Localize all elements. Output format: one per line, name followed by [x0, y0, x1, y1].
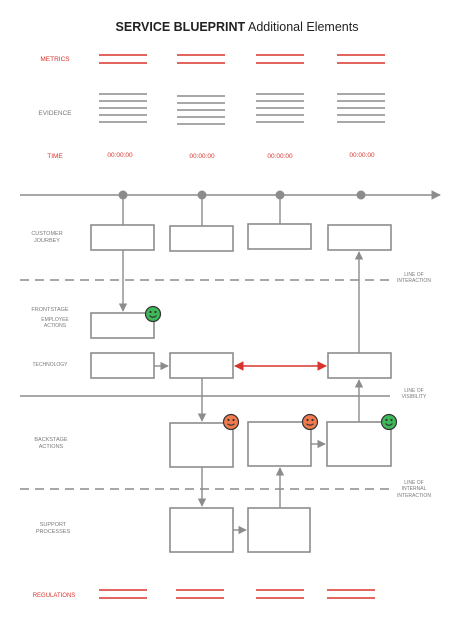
technology-box	[169, 352, 234, 379]
backstage-action-box	[326, 421, 392, 467]
employee-action-box	[90, 312, 155, 339]
support-process-box	[247, 507, 311, 553]
line-label-visibility: LINE OF VISIBILITY	[401, 388, 427, 401]
regulations-lines	[99, 589, 375, 599]
row-label-employee-actions: EMPLOYEE ACTIONS	[41, 317, 69, 330]
diagram-title: SERVICE BLUEPRINT Additional Elements	[0, 20, 474, 34]
time-label: 00:00:00	[267, 153, 293, 160]
backstage-action-box	[169, 422, 234, 468]
line-label-interaction: LINE OF INTERACTION	[397, 272, 431, 285]
row-label-regulations: REGULATIONS	[32, 593, 76, 599]
happy-face-icon	[380, 413, 398, 431]
backstage-action-box	[247, 421, 312, 467]
customer-journey-box	[169, 225, 234, 252]
timeline-stems	[122, 199, 281, 226]
happy-face-icon	[144, 305, 162, 323]
row-label-customer-journey: CUSTOMER JOURBEY	[31, 231, 63, 244]
line-label-internal-interaction: LINE OF INTERNAL INTERACTION	[397, 480, 431, 499]
technology-box	[327, 352, 392, 379]
time-label: 00:00:00	[107, 152, 133, 159]
support-process-box	[169, 507, 234, 553]
row-label-support-processes: SUPPORT PROCESSES	[35, 522, 71, 535]
neutral-face-icon	[222, 413, 240, 431]
timeline-nodes	[118, 190, 366, 200]
title-rest: Additional Elements	[247, 20, 359, 34]
row-label-technology: TECHNOLOGY	[32, 362, 68, 368]
evidence-lines	[99, 93, 385, 125]
title-bold: SERVICE BLUEPRINT	[115, 20, 246, 34]
customer-journey-box	[327, 224, 392, 251]
row-label-backstage-actions: BACKSTAGE ACTIONS	[34, 437, 68, 450]
time-label: 00:00:00	[189, 153, 215, 160]
customer-journey-box	[90, 224, 155, 251]
customer-journey-box	[247, 223, 312, 250]
row-label-time: TIME	[47, 153, 63, 160]
technology-box	[90, 352, 155, 379]
time-label: 00:00:00	[349, 152, 375, 159]
row-label-evidence: EVIDENCE	[38, 110, 72, 117]
row-label-metrics: METRICS	[40, 56, 70, 63]
neutral-face-icon	[301, 413, 319, 431]
row-label-frontstage: FRONTSTAGE	[31, 307, 69, 313]
metrics-lines	[99, 54, 385, 64]
